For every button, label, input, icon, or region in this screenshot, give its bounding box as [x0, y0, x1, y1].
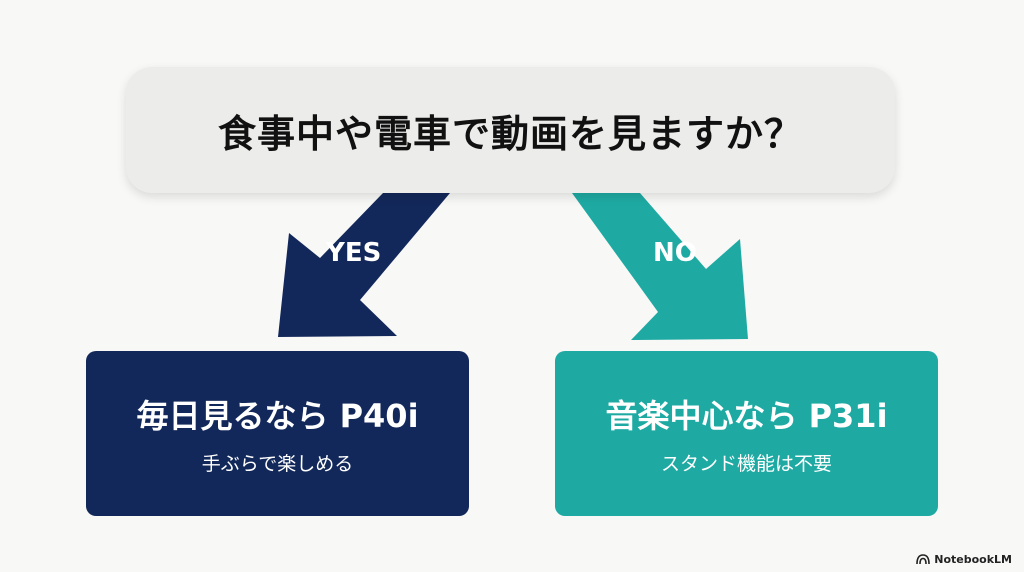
notebooklm-icon [916, 554, 931, 565]
yes-result-subtitle: 手ぶらで楽しめる [201, 453, 354, 475]
yes-arrow [278, 193, 450, 337]
no-result-title: 音楽中心なら P31i [605, 397, 888, 435]
yes-result-title: 毎日見るなら P40i [136, 397, 419, 435]
yes-label: YES [326, 238, 382, 268]
no-result-subtitle: スタンド機能は不要 [660, 453, 832, 475]
no-result-box: 音楽中心なら P31i スタンド機能は不要 [555, 351, 938, 516]
yes-result-box: 毎日見るなら P40i 手ぶらで楽しめる [86, 351, 469, 516]
brand-name: NotebookLM [934, 553, 1012, 566]
no-label: NO [653, 238, 697, 268]
question-text: 食事中や電車で動画を見ますか？ [217, 111, 803, 156]
brand-watermark: NotebookLM [916, 553, 1012, 566]
question-box: 食事中や電車で動画を見ますか？ [126, 67, 895, 193]
no-arrow [572, 193, 748, 340]
